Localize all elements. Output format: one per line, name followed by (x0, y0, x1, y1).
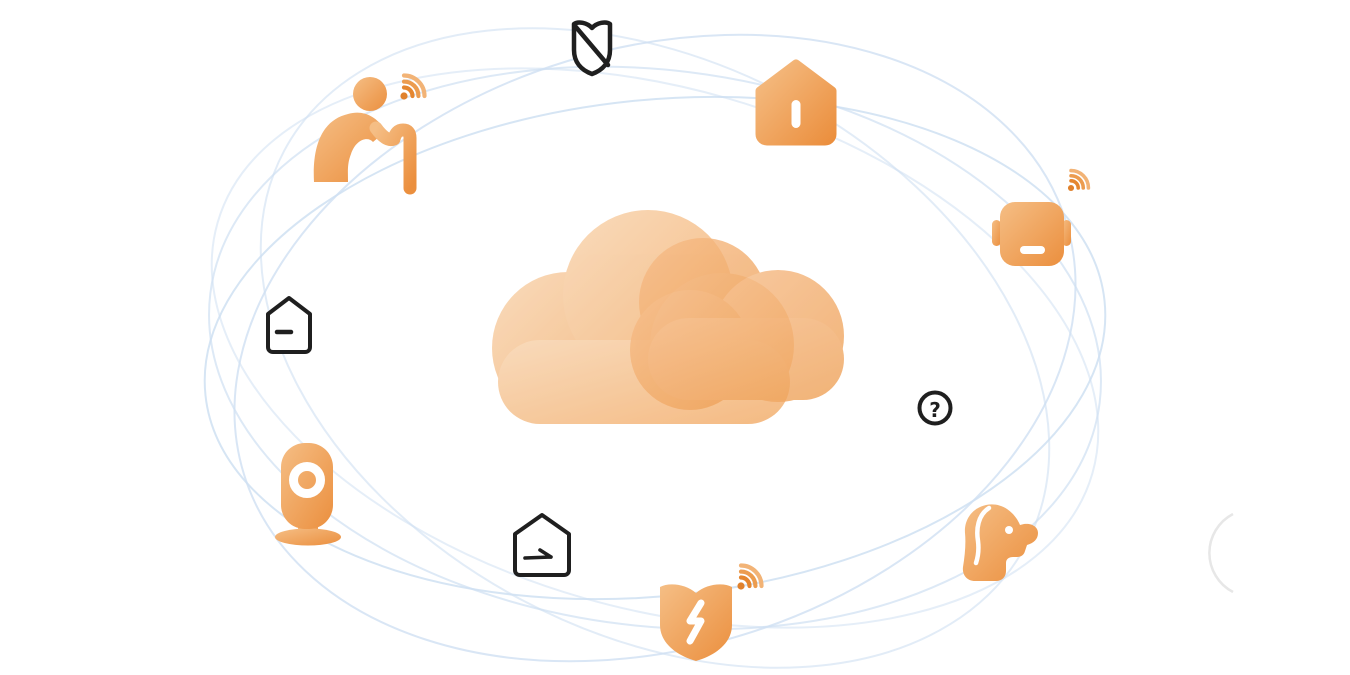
home-enter-arrow (523, 548, 553, 560)
faint-arc (1208, 512, 1234, 594)
elderly-person-icon (313, 73, 427, 195)
hub-slot (1020, 246, 1045, 254)
dog-eye (1005, 526, 1013, 534)
wifi-icon (1067, 168, 1091, 192)
wifi-icon (400, 73, 427, 100)
question-mark: ? (929, 398, 941, 422)
hub-ear-right (1062, 220, 1071, 246)
person-head (353, 77, 387, 111)
smart-hub-icon (992, 168, 1091, 266)
cloud-front (630, 238, 844, 410)
question-circle-icon: ? (917, 390, 953, 426)
orbit-ellipse (210, 67, 1100, 629)
camera-lens (289, 462, 325, 498)
shield-off-icon (571, 20, 613, 77)
dog-head (962, 504, 1038, 581)
camera-base (275, 528, 341, 546)
home-minus-icon (266, 296, 312, 354)
lightning-bolt (686, 599, 705, 645)
hub-ear-left (992, 220, 1001, 246)
dog-ear-line (973, 505, 992, 566)
person-cane-arm (369, 121, 417, 195)
shield-bolt-icon (660, 563, 764, 661)
wifi-icon (737, 563, 764, 590)
home-icon (755, 59, 837, 146)
dog-icon (962, 504, 1038, 581)
security-camera-icon (275, 443, 341, 546)
hub-body (1000, 202, 1064, 266)
camera-body (281, 443, 333, 529)
home-door (791, 100, 801, 128)
cloud-icon (492, 210, 844, 424)
person-body (313, 112, 386, 182)
home-enter-icon (513, 513, 571, 577)
orbit-ellipse (208, 65, 1102, 631)
shield-slash (572, 23, 611, 68)
